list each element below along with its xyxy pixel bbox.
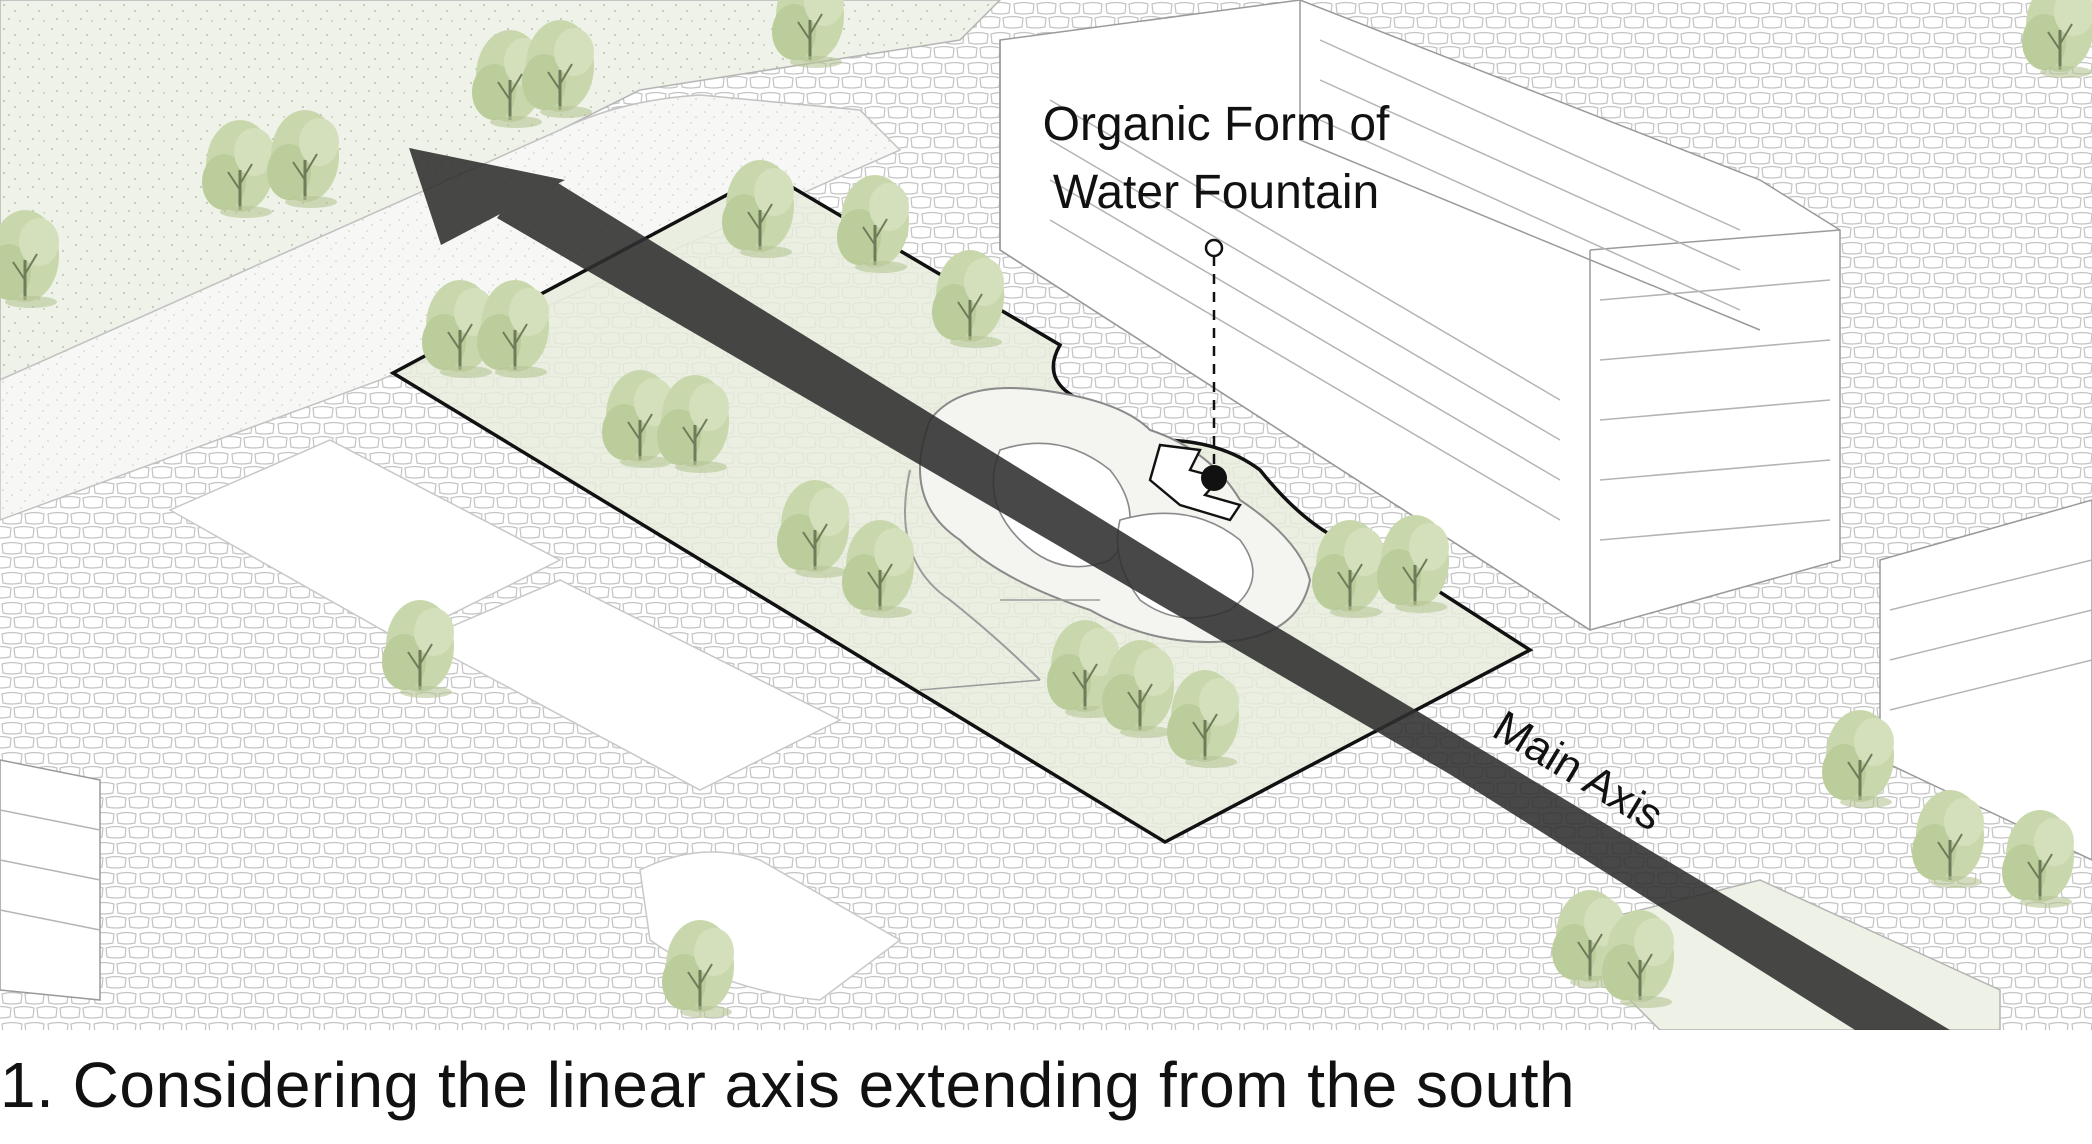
building-west [0, 759, 101, 1001]
isometric-site-diagram: Organic Form of Water Fountain Main Axis [0, 0, 2092, 1030]
building-northeast [999, 0, 1841, 631]
figure-caption: 1. Considering the linear axis extending… [0, 1049, 1576, 1121]
fountain-pin-icon [1201, 238, 1227, 491]
open-lot-a [168, 439, 562, 641]
open-lot-b [418, 579, 842, 791]
building-east [1879, 499, 2092, 861]
lawn-northwest [0, 0, 1002, 381]
fountain-label-line1: Organic Form of [1043, 98, 1390, 151]
axis-arrow-icon [409, 148, 1950, 1030]
fountain-label-line2: Water Fountain [1053, 166, 1379, 219]
